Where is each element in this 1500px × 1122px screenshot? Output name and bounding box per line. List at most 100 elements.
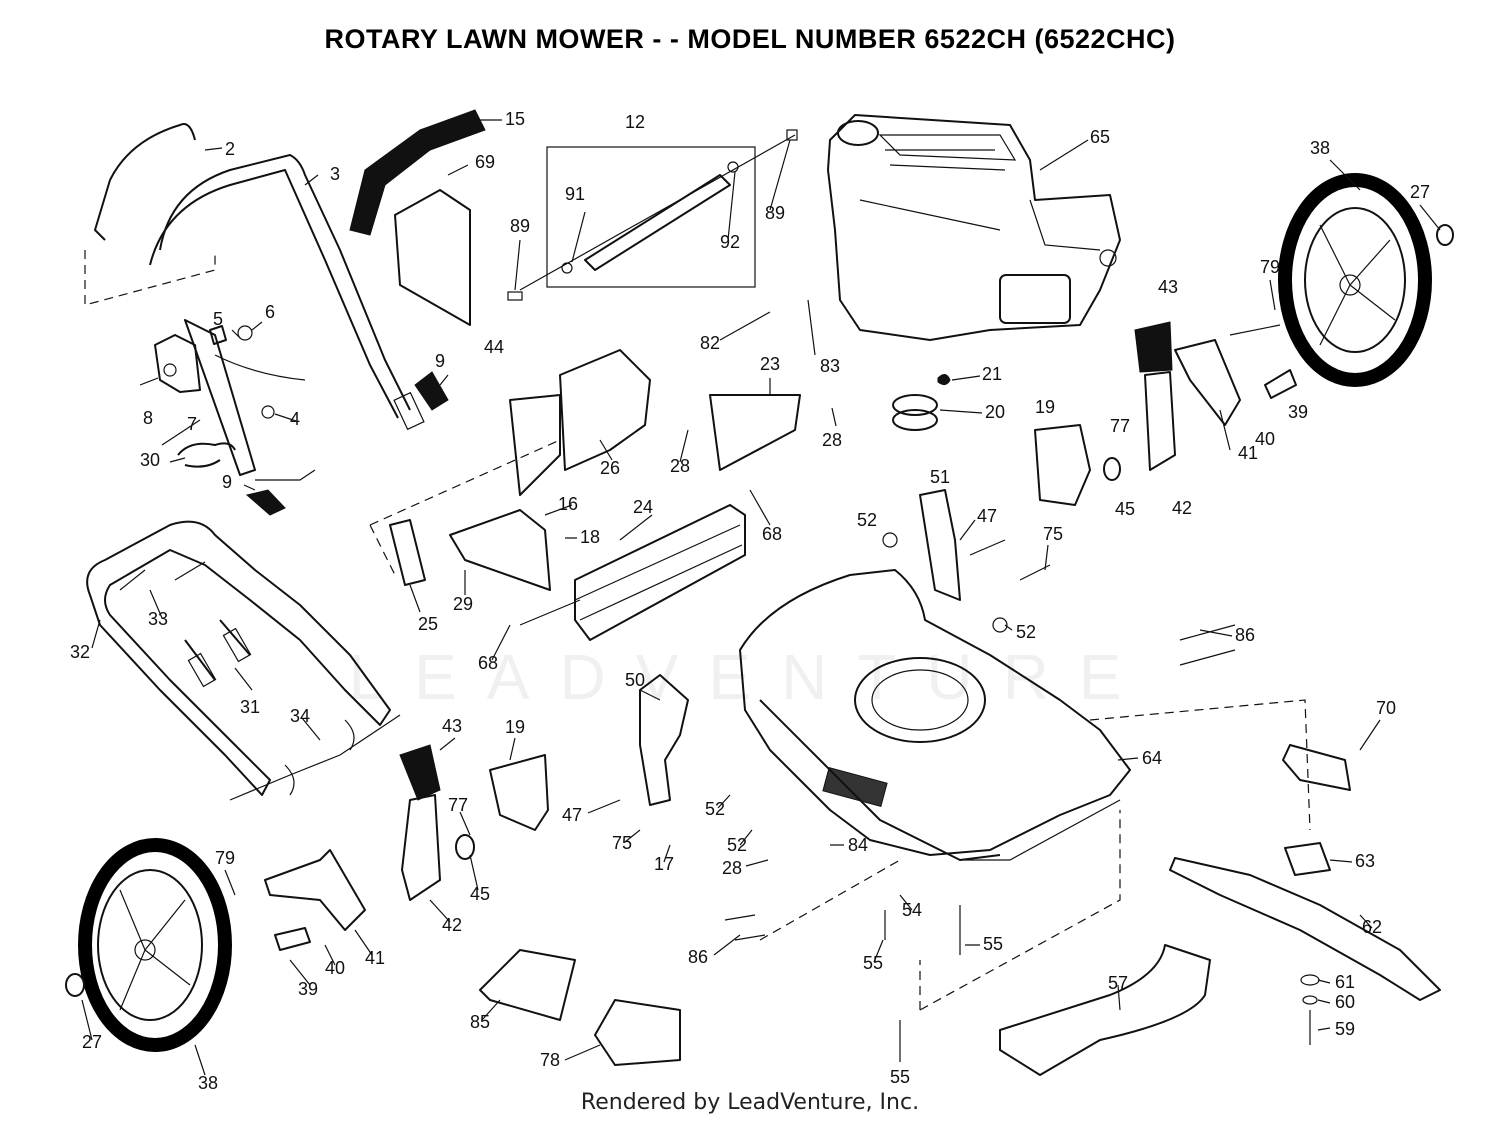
watermark-text: LEADVENTURE [348, 641, 1152, 713]
leader-lines [81, 119, 1441, 1076]
callout-27: 27 [82, 1032, 102, 1052]
callout-69: 69 [475, 152, 495, 172]
callout-44: 44 [484, 337, 504, 357]
callout-16: 16 [558, 494, 578, 514]
callout-5: 5 [213, 309, 223, 329]
blade-part[interactable] [1169, 744, 1441, 1045]
callout-24: 24 [633, 497, 653, 517]
callout-57: 57 [1108, 973, 1128, 993]
callout-60: 60 [1335, 992, 1355, 1012]
callout-43: 43 [1158, 277, 1178, 297]
callout-27: 27 [1410, 182, 1430, 202]
callout-55: 55 [890, 1067, 910, 1087]
bag-top-part[interactable] [349, 109, 486, 326]
callout-41: 41 [1238, 443, 1258, 463]
callout-43: 43 [442, 716, 462, 736]
callout-28: 28 [722, 858, 742, 878]
callout-45: 45 [470, 884, 490, 904]
callout-82: 82 [700, 333, 720, 353]
callout-55: 55 [863, 953, 883, 973]
callout-52: 52 [705, 799, 725, 819]
callout-92: 92 [720, 232, 740, 252]
callout-51: 51 [930, 467, 950, 487]
callout-41: 41 [365, 948, 385, 968]
callout-63: 63 [1355, 851, 1375, 871]
callout-2: 2 [225, 139, 235, 159]
callout-83: 83 [820, 356, 840, 376]
height-adjuster-part[interactable] [639, 624, 1311, 941]
callout-65: 65 [1090, 127, 1110, 147]
callout-9: 9 [222, 472, 232, 492]
callout-15: 15 [505, 109, 525, 129]
callout-84: 84 [848, 835, 868, 855]
callout-42: 42 [1172, 498, 1192, 518]
left-front-wheel-part[interactable] [65, 744, 549, 1052]
callout-54: 54 [902, 900, 922, 920]
callout-75: 75 [612, 833, 632, 853]
callout-28: 28 [670, 456, 690, 476]
callout-75: 75 [1043, 524, 1063, 544]
callout-31: 31 [240, 697, 260, 717]
callout-25: 25 [418, 614, 438, 634]
callout-38: 38 [1310, 138, 1330, 158]
callout-47: 47 [977, 506, 997, 526]
callout-18: 18 [580, 527, 600, 547]
engine-part[interactable] [827, 114, 1121, 341]
callout-19: 19 [505, 717, 525, 737]
rendered-by-footer: Rendered by LeadVenture, Inc. [580, 1090, 920, 1115]
callout-77: 77 [1110, 416, 1130, 436]
callout-23: 23 [760, 354, 780, 374]
pulley-part[interactable] [882, 374, 1091, 633]
callout-4: 4 [290, 409, 300, 429]
callout-39: 39 [298, 979, 318, 999]
callout-52: 52 [857, 510, 877, 530]
callout-33: 33 [148, 609, 168, 629]
callout-61: 61 [1335, 972, 1355, 992]
callout-79: 79 [1260, 257, 1280, 277]
callout-64: 64 [1142, 748, 1162, 768]
callout-9: 9 [435, 351, 445, 371]
callout-30: 30 [140, 450, 160, 470]
callout-39: 39 [1288, 402, 1308, 422]
callout-8: 8 [143, 408, 153, 428]
callout-68: 68 [478, 653, 498, 673]
callout-19: 19 [1035, 397, 1055, 417]
callout-34: 34 [290, 706, 310, 726]
callout-45: 45 [1115, 499, 1135, 519]
callout-42: 42 [442, 915, 462, 935]
upper-handle-part[interactable] [84, 123, 425, 431]
callout-52: 52 [1016, 622, 1036, 642]
right-rear-wheel-part[interactable] [1103, 173, 1454, 481]
callout-6: 6 [265, 302, 275, 322]
callout-28: 28 [822, 430, 842, 450]
callout-21: 21 [982, 364, 1002, 384]
callout-89: 89 [765, 203, 785, 223]
callout-78: 78 [540, 1050, 560, 1070]
mower-deck-part[interactable] [739, 569, 1131, 861]
callout-91: 91 [565, 184, 585, 204]
handle-bracket-part[interactable] [139, 319, 449, 516]
callout-26: 26 [600, 458, 620, 478]
callout-3: 3 [330, 164, 340, 184]
callout-29: 29 [453, 594, 473, 614]
callout-32: 32 [70, 642, 90, 662]
callout-50: 50 [625, 670, 645, 690]
callout-20: 20 [985, 402, 1005, 422]
rod-assembly-part[interactable] [507, 129, 798, 301]
callout-labels: 2 3 15 69 12 91 89 89 92 65 38 27 79 43 … [70, 109, 1430, 1093]
callout-40: 40 [325, 958, 345, 978]
diagram-title: ROTARY LAWN MOWER - - MODEL NUMBER 6522C… [324, 24, 1176, 54]
callout-79: 79 [215, 848, 235, 868]
callout-52: 52 [727, 835, 747, 855]
callout-7: 7 [187, 414, 197, 434]
callout-47: 47 [562, 805, 582, 825]
callout-55: 55 [983, 934, 1003, 954]
callout-17: 17 [654, 854, 674, 874]
skid-plate-part[interactable] [479, 810, 1211, 1076]
callout-12: 12 [625, 112, 645, 132]
callout-40: 40 [1255, 429, 1275, 449]
callout-38: 38 [198, 1073, 218, 1093]
bag-frame-part[interactable] [86, 520, 401, 801]
callout-89: 89 [510, 216, 530, 236]
